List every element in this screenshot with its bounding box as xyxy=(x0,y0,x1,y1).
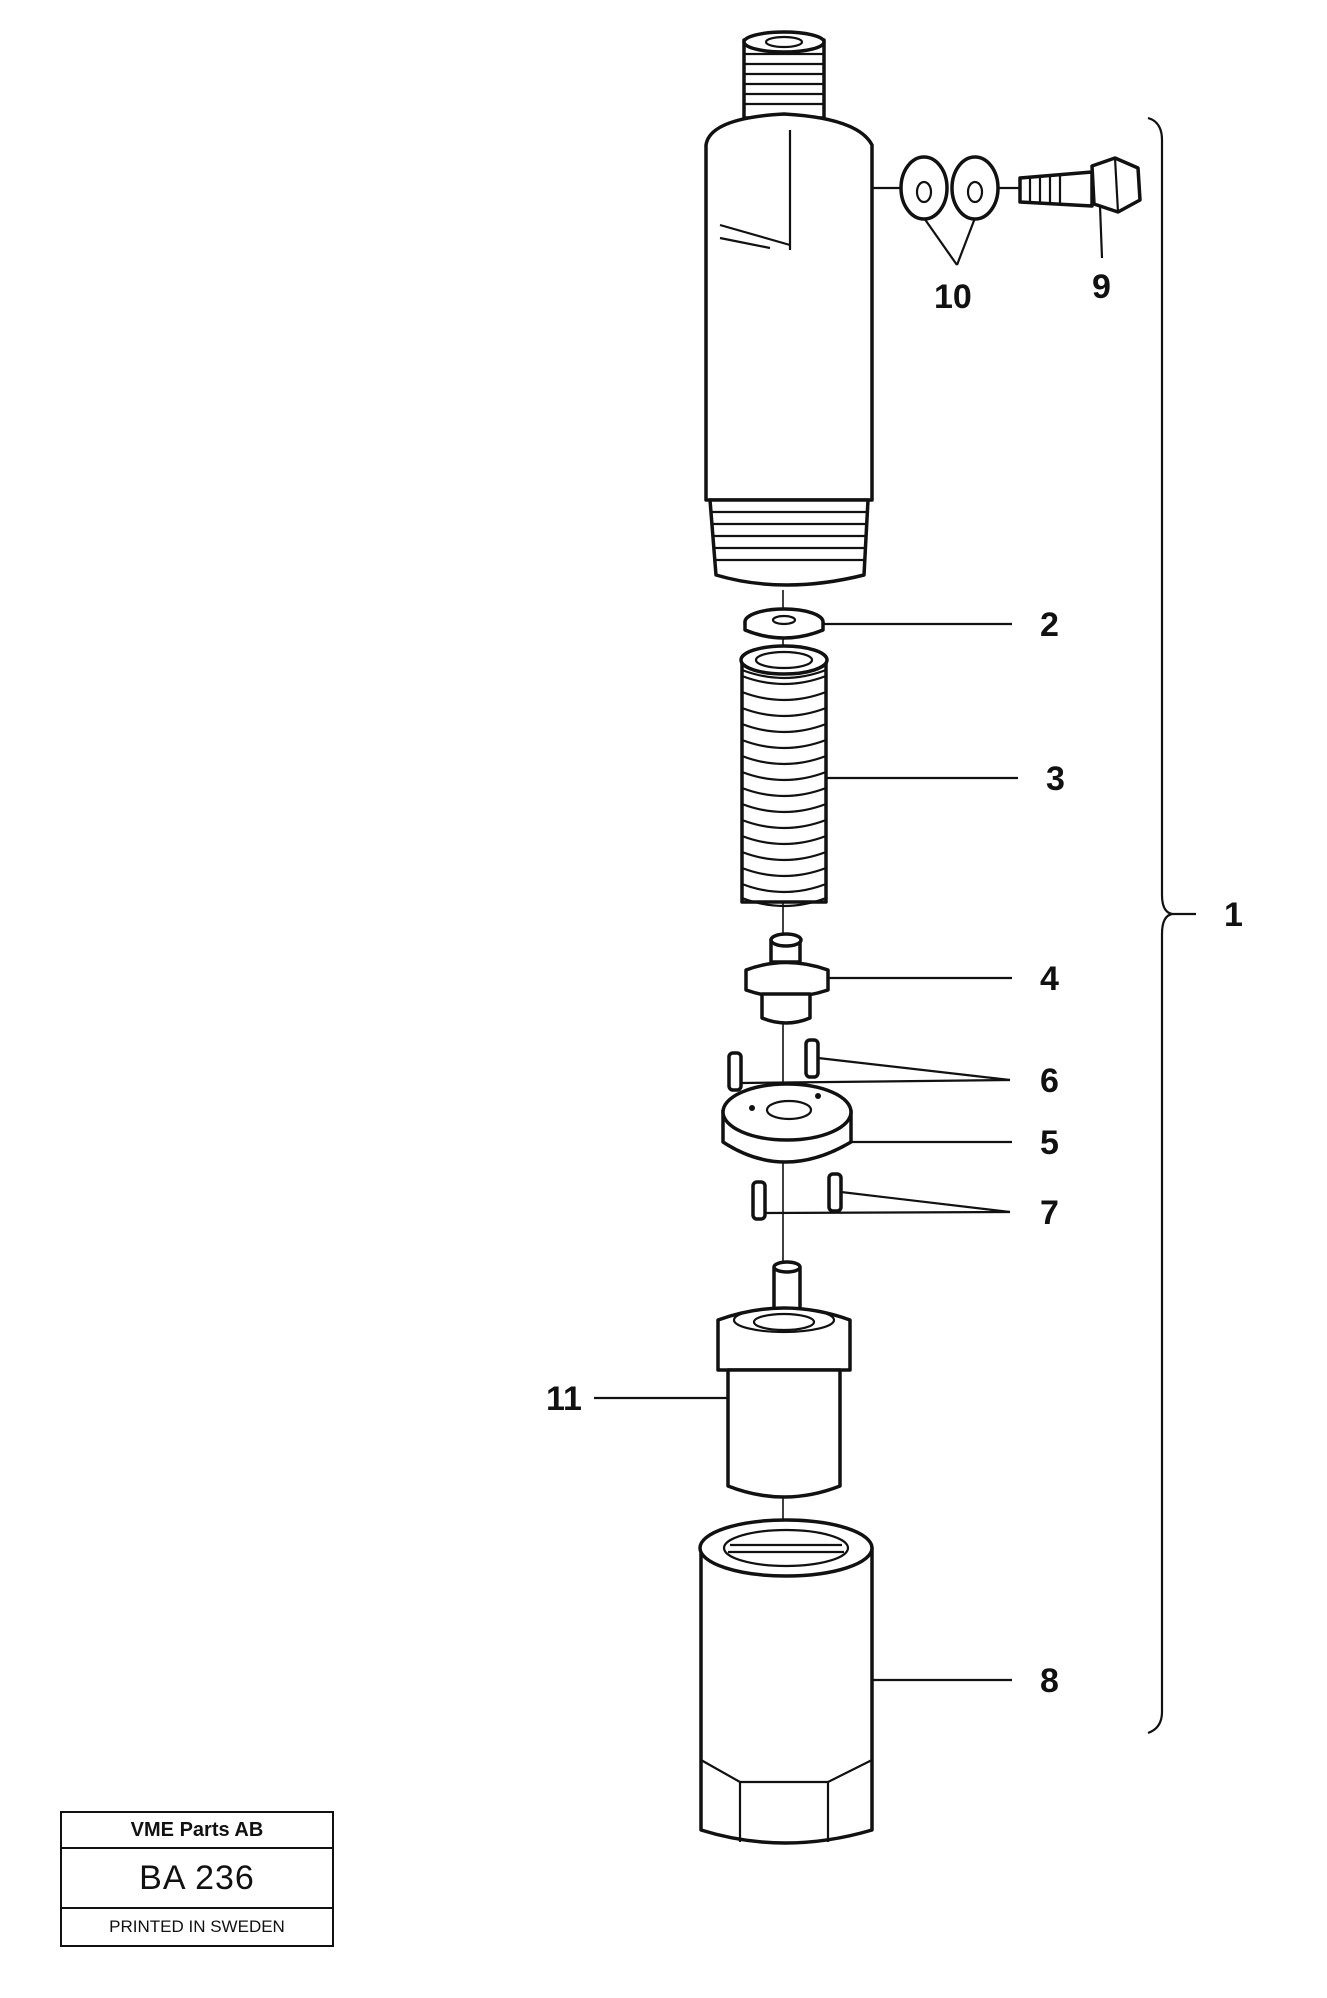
callout-7: 7 xyxy=(1040,1194,1059,1232)
callout-4: 4 xyxy=(1040,960,1059,998)
callout-8: 8 xyxy=(1040,1662,1059,1700)
banjo-bolt xyxy=(1018,156,1142,214)
nozzle-holder-body xyxy=(704,30,874,587)
callout-6: 6 xyxy=(1040,1062,1059,1100)
leader-7a xyxy=(840,1190,1011,1214)
company-name: VME Parts AB xyxy=(62,1813,332,1849)
callout-9: 9 xyxy=(1092,268,1111,306)
leader-10b xyxy=(955,217,977,266)
title-block: VME Parts AB BA 236 PRINTED IN SWEDEN xyxy=(60,1811,334,1947)
callout-1: 1 xyxy=(1224,896,1243,934)
guide-pins-lower xyxy=(751,1172,843,1221)
leader-9 xyxy=(1098,205,1104,259)
intermediate-disc xyxy=(721,1082,853,1164)
nozzle-nut xyxy=(698,1518,874,1845)
drawing-code: BA 236 xyxy=(62,1849,332,1909)
pressure-spindle xyxy=(744,932,830,1025)
shim-washer xyxy=(743,607,825,640)
leader-7b xyxy=(764,1210,1011,1215)
callout-3: 3 xyxy=(1046,760,1065,798)
leader-10a xyxy=(923,217,958,266)
washer-pair xyxy=(899,155,1000,221)
callout-5: 5 xyxy=(1040,1124,1059,1162)
assembly-bracket xyxy=(1147,116,1173,1735)
callout-2: 2 xyxy=(1040,606,1059,644)
leader-6b xyxy=(740,1078,1011,1085)
guide-pins-upper xyxy=(727,1038,820,1092)
callout-11: 11 xyxy=(546,1380,582,1418)
injection-nozzle xyxy=(716,1260,852,1499)
callout-10: 10 xyxy=(934,278,972,316)
printed-note: PRINTED IN SWEDEN xyxy=(109,1917,285,1936)
pressure-spring xyxy=(739,644,829,908)
leader-6a xyxy=(817,1056,1011,1082)
